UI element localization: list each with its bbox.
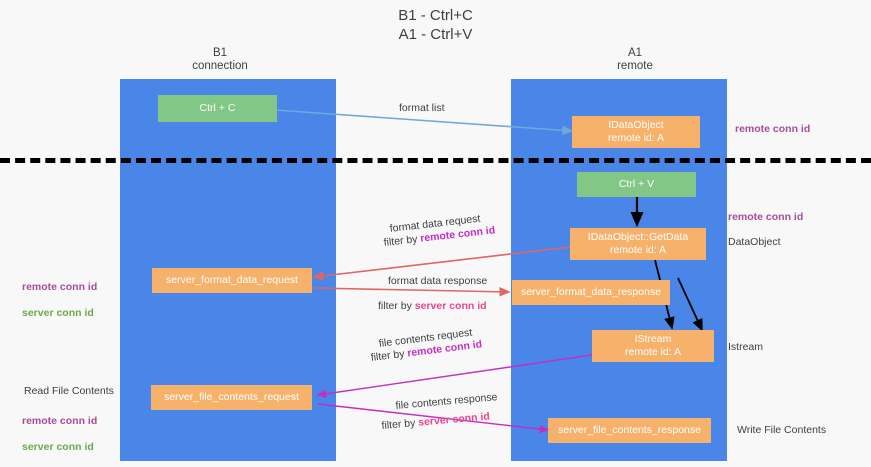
box-idataobject[interactable]: IDataObject remote id: A	[572, 116, 700, 148]
box-ctrl-c[interactable]: Ctrl + C	[158, 95, 277, 122]
wire-file-contents-request	[316, 354, 593, 398]
label-remote-conn-id-left-mid: remote conn id	[22, 281, 98, 293]
box-server-file-contents-request[interactable]: server_file_contents_request	[151, 385, 312, 410]
label-read-file-contents: Read File Contents	[24, 385, 114, 397]
arrow-label-format-list: format list	[399, 102, 445, 114]
column-header-left: B1 connection	[192, 47, 248, 72]
filter-prefix: filter by	[381, 416, 419, 432]
filter-value-server-conn-id: server conn id	[414, 300, 487, 312]
wire-response-istream	[677, 277, 703, 332]
phase-divider	[0, 158, 871, 163]
wire-file-contents-response	[317, 403, 550, 434]
label-remote-conn-id-left-bottom: remote conn id	[22, 415, 98, 427]
box-idataobject-getdata[interactable]: IDataObject::GetData remote id: A	[570, 228, 706, 260]
label-remote-conn-id-mid: remote conn id	[728, 211, 804, 223]
box-istream[interactable]: IStream remote id: A	[592, 330, 714, 362]
box-server-format-data-request[interactable]: server_format_data_request	[152, 268, 312, 293]
page-title: B1 - Ctrl+C A1 - Ctrl+V	[398, 7, 473, 43]
wire-format-data-response	[313, 287, 511, 297]
label-dataobject: DataObject	[728, 236, 781, 248]
label-istream: Istream	[728, 341, 764, 353]
label-server-conn-id-left-bottom: server conn id	[22, 441, 94, 453]
box-server-file-contents-response[interactable]: server_file_contents_response	[548, 418, 711, 443]
wire-format-list	[274, 109, 574, 136]
label-remote-conn-id-top: remote conn id	[735, 123, 811, 135]
label-server-conn-id-left-mid: server conn id	[22, 307, 94, 319]
box-server-format-data-response[interactable]: server_format_data_response	[512, 280, 670, 305]
column-header-right: A1 remote	[617, 47, 653, 72]
arrow-label-format-data-response: format data response	[388, 275, 488, 287]
wire-format-data-request	[312, 246, 571, 281]
filter-prefix: filter by	[378, 300, 415, 312]
arrow-label-format-data-response-filter: filter by server conn id	[378, 299, 487, 313]
label-write-file-contents: Write File Contents	[737, 424, 827, 436]
label-left-conn-ids-bottom: remote conn id server conn id	[22, 402, 97, 467]
box-ctrl-v[interactable]: Ctrl + V	[577, 172, 696, 197]
label-left-conn-ids-mid: remote conn id server conn id	[22, 268, 97, 333]
